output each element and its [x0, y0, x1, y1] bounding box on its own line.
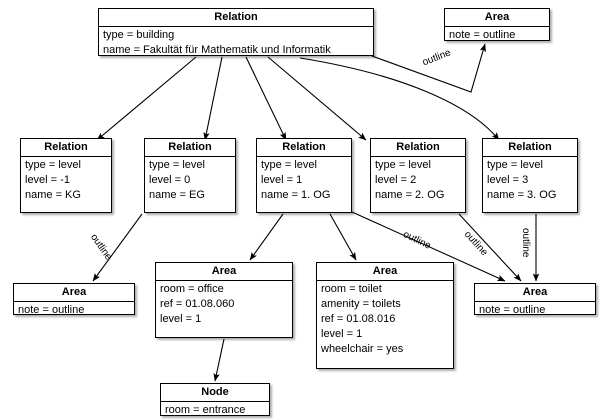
- edge-label-outline: outline: [401, 229, 433, 252]
- node-attribute: room = entrance: [165, 404, 246, 416]
- node-level_eg[interactable]: Relation type = level level = 0 name = EG: [144, 138, 236, 213]
- node-title: Relation: [99, 9, 373, 27]
- edge-e8: [249, 213, 284, 261]
- node-attribute: level = 0: [149, 174, 191, 186]
- edge-label-outline: outline: [421, 47, 453, 69]
- edge-e2: [203, 56, 223, 141]
- edge-e9: [329, 213, 357, 261]
- edge-e3: [245, 56, 287, 141]
- node-attributes: type = level level = 0 name = EG: [145, 157, 235, 205]
- node-area_outline_right[interactable]: Area note = outline: [474, 283, 596, 316]
- node-attribute: type = building: [103, 29, 175, 41]
- node-title: Node: [161, 384, 269, 402]
- node-attribute: note = outline: [449, 29, 516, 41]
- edge-e11: [458, 213, 522, 282]
- node-attributes: note = outline: [445, 27, 549, 45]
- node-attribute: wheelchair = yes: [321, 343, 404, 355]
- node-area_toilet[interactable]: Area room = toilet amenity = toilets ref = …: [316, 262, 454, 369]
- node-attributes: room = toilet amenity = toilets ref = 01.0…: [317, 281, 453, 359]
- node-attribute: name = 3. OG: [487, 189, 557, 201]
- node-title: Relation: [257, 139, 351, 157]
- node-attributes: room = office ref = 01.08.060 level = 1: [156, 281, 292, 329]
- node-level_kg[interactable]: Relation type = level level = -1 name = KG: [20, 138, 112, 213]
- node-area_office[interactable]: Area room = office ref = 01.08.060 level = …: [155, 262, 293, 338]
- node-attribute: type = level: [149, 159, 205, 171]
- node-title: Area: [156, 263, 292, 281]
- node-building[interactable]: Relation type = building name = Fakultät f…: [98, 8, 374, 56]
- node-attribute: type = level: [487, 159, 543, 171]
- node-attribute: ref = 01.08.016: [321, 313, 396, 325]
- node-level_1og[interactable]: Relation type = level level = 1 name = 1. O…: [256, 138, 352, 213]
- node-attributes: note = outline: [475, 302, 595, 320]
- node-attributes: type = level level = 2 name = 2. OG: [371, 157, 465, 205]
- node-attribute: note = outline: [479, 304, 546, 316]
- node-attribute: level = 1: [160, 313, 202, 325]
- node-level_2og[interactable]: Relation type = level level = 2 name = 2. O…: [370, 138, 466, 213]
- edge-e4: [267, 56, 367, 141]
- edge-label-outline: outline: [461, 229, 490, 259]
- node-attribute: name = 2. OG: [375, 189, 445, 201]
- node-title: Area: [475, 284, 595, 302]
- node-node_entrance[interactable]: Node room = entrance: [160, 383, 270, 416]
- edge-e13: [213, 338, 225, 382]
- node-attributes: type = level level = 3 name = 3. OG: [483, 157, 577, 205]
- node-attribute: level = 3: [487, 174, 529, 186]
- node-attribute: amenity = toilets: [321, 298, 401, 310]
- node-attribute: name = EG: [149, 189, 205, 201]
- node-attributes: note = outline: [14, 302, 134, 320]
- node-attribute: level = 1: [261, 174, 303, 186]
- node-title: Relation: [483, 139, 577, 157]
- node-attribute: ref = 01.08.060: [160, 298, 235, 310]
- edge-e1: [96, 56, 197, 141]
- node-attribute: type = level: [375, 159, 431, 171]
- edge-label-outline: outline: [520, 228, 531, 258]
- edge-e6: [371, 43, 486, 93]
- edge-e5: [299, 57, 500, 141]
- node-area_outline_top[interactable]: Area note = outline: [444, 8, 550, 41]
- node-title: Relation: [145, 139, 235, 157]
- node-attribute: room = toilet: [321, 283, 382, 295]
- node-attribute: level = 1: [321, 328, 363, 340]
- node-attributes: room = entrance: [161, 402, 269, 420]
- node-attribute: note = outline: [18, 304, 85, 316]
- node-level_3og[interactable]: Relation type = level level = 3 name = 3. O…: [482, 138, 578, 213]
- node-attributes: type = level level = -1 name = KG: [21, 157, 111, 205]
- node-attributes: type = level level = 1 name = 1. OG: [257, 157, 351, 205]
- node-attribute: name = KG: [25, 189, 81, 201]
- node-title: Area: [14, 284, 134, 302]
- node-attributes: type = building name = Fakultät für Mathe…: [99, 27, 373, 60]
- edge-label-outline: outline: [87, 232, 114, 263]
- node-attribute: type = level: [261, 159, 317, 171]
- node-attribute: level = -1: [25, 174, 70, 186]
- node-title: Area: [445, 9, 549, 27]
- node-title: Relation: [371, 139, 465, 157]
- node-attribute: name = 1. OG: [261, 189, 331, 201]
- node-area_outline_left[interactable]: Area note = outline: [13, 283, 135, 316]
- node-attribute: type = level: [25, 159, 81, 171]
- node-attribute: room = office: [160, 283, 224, 295]
- node-title: Area: [317, 263, 453, 281]
- node-attribute: level = 2: [375, 174, 417, 186]
- node-title: Relation: [21, 139, 111, 157]
- node-attribute: name = Fakultät für Mathematik und Infor…: [103, 44, 331, 56]
